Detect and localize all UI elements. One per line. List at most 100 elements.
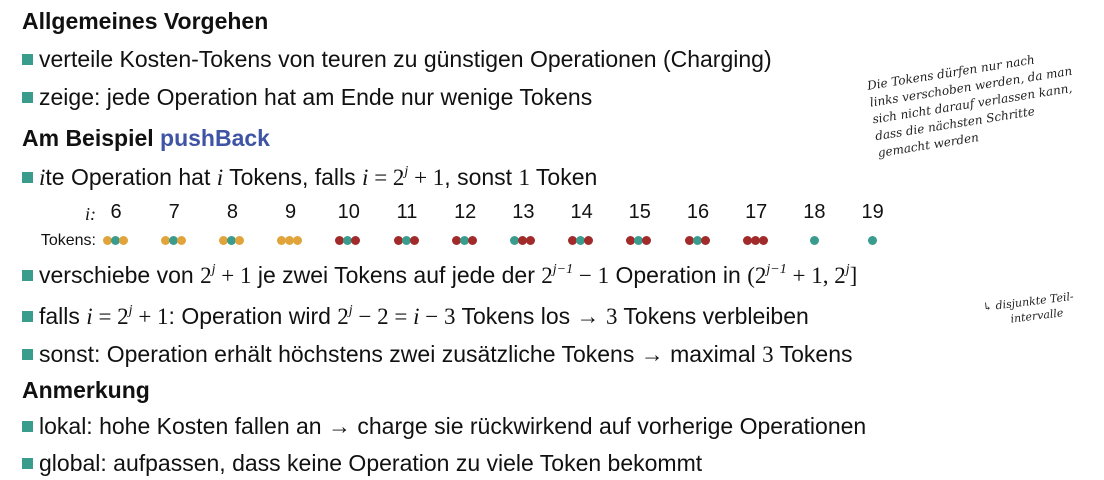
bullet-square-icon [22, 311, 33, 322]
bullet-square-icon [22, 172, 33, 183]
math-three: 3 [605, 304, 618, 329]
math: + 1 [215, 263, 252, 288]
math-three: 3 [762, 342, 774, 367]
math: − 3 [419, 304, 456, 329]
math: = 2 [92, 304, 129, 329]
index-12: 12 [454, 201, 477, 223]
index-18: 18 [803, 201, 826, 223]
token-dot-red [684, 236, 694, 245]
math: + 1 [408, 165, 445, 190]
handwritten-note-tokens: Die Tokens dürfen nur nach links verscho… [866, 46, 1081, 162]
index-15: 15 [628, 201, 651, 223]
text: Tokens, falls [223, 164, 363, 190]
token-dot-red [700, 236, 710, 245]
token-group-17 [742, 236, 787, 248]
token-dot-red [750, 236, 760, 245]
token-dot-teal [634, 236, 644, 245]
math-j: j [404, 164, 409, 179]
token-dot-gold [234, 236, 244, 245]
token-dot-gold [285, 236, 295, 245]
index-9: 9 [285, 201, 297, 223]
text: , sonst [444, 164, 519, 190]
math-one: 1 [518, 165, 530, 190]
math: + 1, 2 [786, 263, 846, 288]
bullet-sonst: sonst: Operation erhält höchstens zwei z… [22, 341, 853, 368]
token-dot-gold [277, 236, 287, 245]
bullet-text: lokal: hohe Kosten fallen an → charge si… [39, 413, 867, 439]
token-dot-red [393, 236, 403, 245]
bullet-few-tokens: zeige: jede Operation hat am Ende nur we… [22, 84, 592, 111]
token-group-13 [509, 236, 554, 248]
text: : Operation wird [168, 303, 338, 329]
token-group-10 [335, 236, 379, 248]
heading-pushback: pushBack [160, 125, 270, 151]
token-group-8 [218, 236, 263, 248]
math-i: i [413, 304, 420, 329]
token-dot-teal [809, 236, 819, 245]
text: sonst: Operation erhält höchstens zwei z… [39, 341, 763, 367]
token-dot-red [742, 236, 752, 245]
bullet-text: verteile Kosten-Tokens von teuren zu gün… [39, 46, 772, 72]
token-group-6 [102, 236, 147, 248]
index-14: 14 [570, 201, 593, 223]
math: − 2 = [352, 304, 414, 329]
math-i: i [216, 165, 224, 190]
token-dot-red [409, 236, 419, 245]
token-dot-red [568, 236, 578, 245]
index-6: 6 [110, 201, 122, 223]
bullet-lokal: lokal: hohe Kosten fallen an → charge si… [22, 413, 866, 440]
token-dot-red [584, 236, 594, 245]
token-dot-gold [176, 236, 186, 245]
index-16: 16 [686, 201, 710, 223]
index-10: 10 [337, 201, 360, 223]
text: Token [529, 164, 598, 190]
math: + 1 [132, 304, 169, 329]
token-dot-teal [692, 236, 702, 245]
math: 2 [541, 263, 553, 288]
heading-allgemeines-vorgehen: Allgemeines Vorgehen [22, 8, 269, 34]
bullet-square-icon [22, 349, 33, 360]
text: Tokens verbleiben [617, 303, 809, 329]
index-11: 11 [396, 201, 418, 223]
bullet-text: global: aufpassen, dass keine Operation … [39, 450, 703, 476]
math: ] [849, 263, 858, 288]
token-dot-red [517, 236, 527, 245]
text: Tokens los → [455, 303, 606, 329]
token-dot-gold [293, 236, 303, 245]
token-dot-teal [868, 236, 878, 245]
bullet-text: zeige: jede Operation hat am Ende nur we… [39, 84, 593, 110]
heading-prefix: Am Beispiel [22, 125, 154, 151]
bullet-ite-operation: ite Operation hat i Tokens, falls i = 2j… [22, 164, 597, 191]
math: − 1 [573, 263, 610, 288]
index-7: 7 [168, 201, 180, 223]
math: (2 [747, 263, 767, 288]
heading-anmerkung: Anmerkung [22, 377, 150, 403]
heading-am-beispiel: Am Beispiel pushBack [22, 125, 270, 152]
math-j: j [211, 262, 216, 277]
math-i: i [362, 165, 369, 190]
math-j: j [845, 262, 850, 277]
token-dot-red [335, 236, 345, 245]
token-dot-gold [118, 236, 128, 245]
bullet-global: global: aufpassen, dass keine Operation … [22, 450, 702, 477]
math-i: i [86, 304, 93, 329]
bullet-charging: verteile Kosten-Tokens von teuren zu gün… [22, 46, 772, 73]
bullet-falls: falls i = 2j + 1: Operation wird 2j − 2 … [22, 303, 809, 330]
bullet-square-icon [22, 92, 33, 103]
index-17: 17 [745, 201, 768, 223]
token-group-12 [451, 236, 496, 248]
token-dot-teal [343, 236, 353, 245]
bullet-square-icon [22, 421, 33, 432]
token-dot-teal [576, 236, 586, 245]
text: verschiebe von [39, 262, 201, 288]
bullet-square-icon [22, 458, 33, 469]
token-group-15 [626, 236, 670, 248]
token-group-11 [393, 236, 438, 248]
table-tokens-label: Tokens: [40, 232, 96, 249]
token-dot-gold [160, 236, 170, 245]
text: falls [39, 303, 87, 329]
token-dot-red [642, 236, 652, 245]
table-i-label: i: [85, 204, 96, 224]
token-dot-red [351, 236, 361, 245]
token-dot-teal [401, 236, 411, 245]
